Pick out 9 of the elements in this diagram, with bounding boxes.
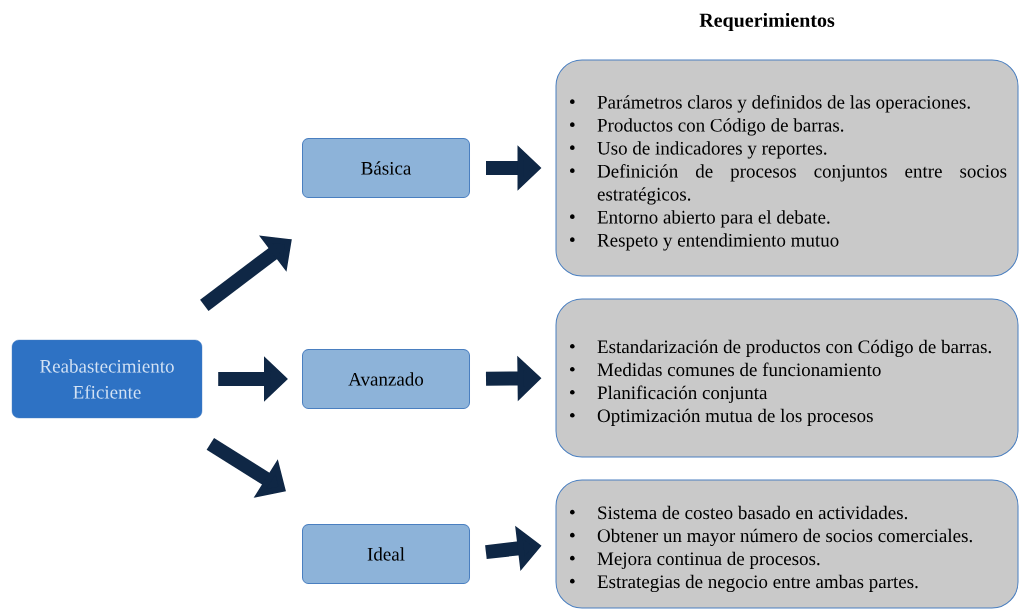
start-box: Reabastecimiento Eficiente: [11, 339, 203, 419]
level-box: Básica: [302, 138, 470, 198]
requirements-box: Parámetros claros y definidos de las operaciones. Productos con Código de barras. Uso de indicadores y reportes. Definición de procesos conjuntos entre socios estratégicos. Entorno abierto para el debate. Respeto y entendimiento mutuo: [555, 59, 1019, 277]
requirements-box: Sistema de costeo basado en actividades. Obtener un mayor número de socios comerciales. Mejora continua de procesos. Estrategias de negocio entre ambas partes.: [555, 479, 1019, 609]
block-arrow: [200, 235, 292, 311]
level-box: Ideal: [302, 524, 470, 584]
heading: Requerimientos: [699, 12, 835, 32]
level-box: Avanzado: [302, 349, 470, 409]
requirements-box: Estandarización de productos con Código de barras. Medidas comunes de funcionamiento Planificación conjunta Optimización mutua de los procesos: [555, 298, 1019, 458]
